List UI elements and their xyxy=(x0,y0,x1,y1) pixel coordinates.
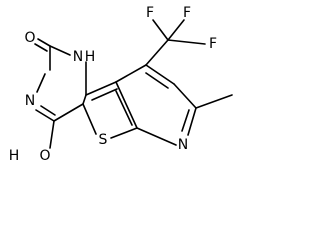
bond-n-c8a xyxy=(136,127,177,146)
bond-c4-n3 xyxy=(35,109,55,122)
atom-nitrogen-1: N xyxy=(73,49,83,65)
bond-c9-c8-double xyxy=(145,72,169,89)
bond-c7-n-double xyxy=(181,109,190,132)
structure-drawing: O N H N O H S N F F F xyxy=(9,5,233,164)
chemical-structure-diagram: O N H N O H S N F F F xyxy=(8,5,233,164)
atom-pyridine-nitrogen: N xyxy=(178,137,188,153)
atom-fluorine-right: F xyxy=(209,36,217,52)
bond-c4a-c9a xyxy=(85,81,117,96)
bond-c7-methyl xyxy=(195,94,233,109)
atom-oxygen-carbonyl: O xyxy=(24,30,35,46)
bond-c9a-c4a-double xyxy=(91,88,118,101)
atom-hydroxyl-hydrogen: H xyxy=(9,148,20,164)
bond-n3-c2 xyxy=(36,73,46,93)
bond-c4-oh xyxy=(49,120,55,149)
bond-c2-o-double xyxy=(34,43,48,52)
atom-nitrogen-1-hydrogen: H xyxy=(85,49,96,65)
bond-cf3-f-top-left xyxy=(152,19,169,41)
bond-cf3-f-right xyxy=(167,39,206,45)
bond-c2-n1 xyxy=(49,45,71,56)
atom-labels: O N H N O H S N F F F xyxy=(9,5,217,164)
bond-c9-cf3 xyxy=(145,39,169,66)
bond-c2-o xyxy=(37,38,51,47)
bond-cf3-f-top-right xyxy=(167,19,185,41)
bond-c4-c4a xyxy=(53,103,84,122)
bond-c9-c8 xyxy=(145,64,175,85)
bond-c9a-c9 xyxy=(115,64,147,83)
bond-c8-c7 xyxy=(173,83,197,109)
atom-fluorine-top-left: F xyxy=(146,5,154,21)
bonds xyxy=(34,19,233,149)
bond-c4-n3-double xyxy=(40,105,56,116)
bond-c4a-s xyxy=(82,103,97,135)
bond-c9b-c4a xyxy=(82,94,87,105)
bond-c8a-c9a-double xyxy=(115,90,133,126)
bond-c7-n xyxy=(187,107,197,136)
atom-hydroxyl-oxygen: O xyxy=(39,148,50,164)
bond-s-c8a xyxy=(110,127,138,139)
atom-fluorine-top-right: F xyxy=(183,5,191,21)
bond-c9a-c8a xyxy=(115,81,138,129)
atom-sulfur: S xyxy=(99,132,108,148)
atom-nitrogen-3: N xyxy=(25,93,35,109)
